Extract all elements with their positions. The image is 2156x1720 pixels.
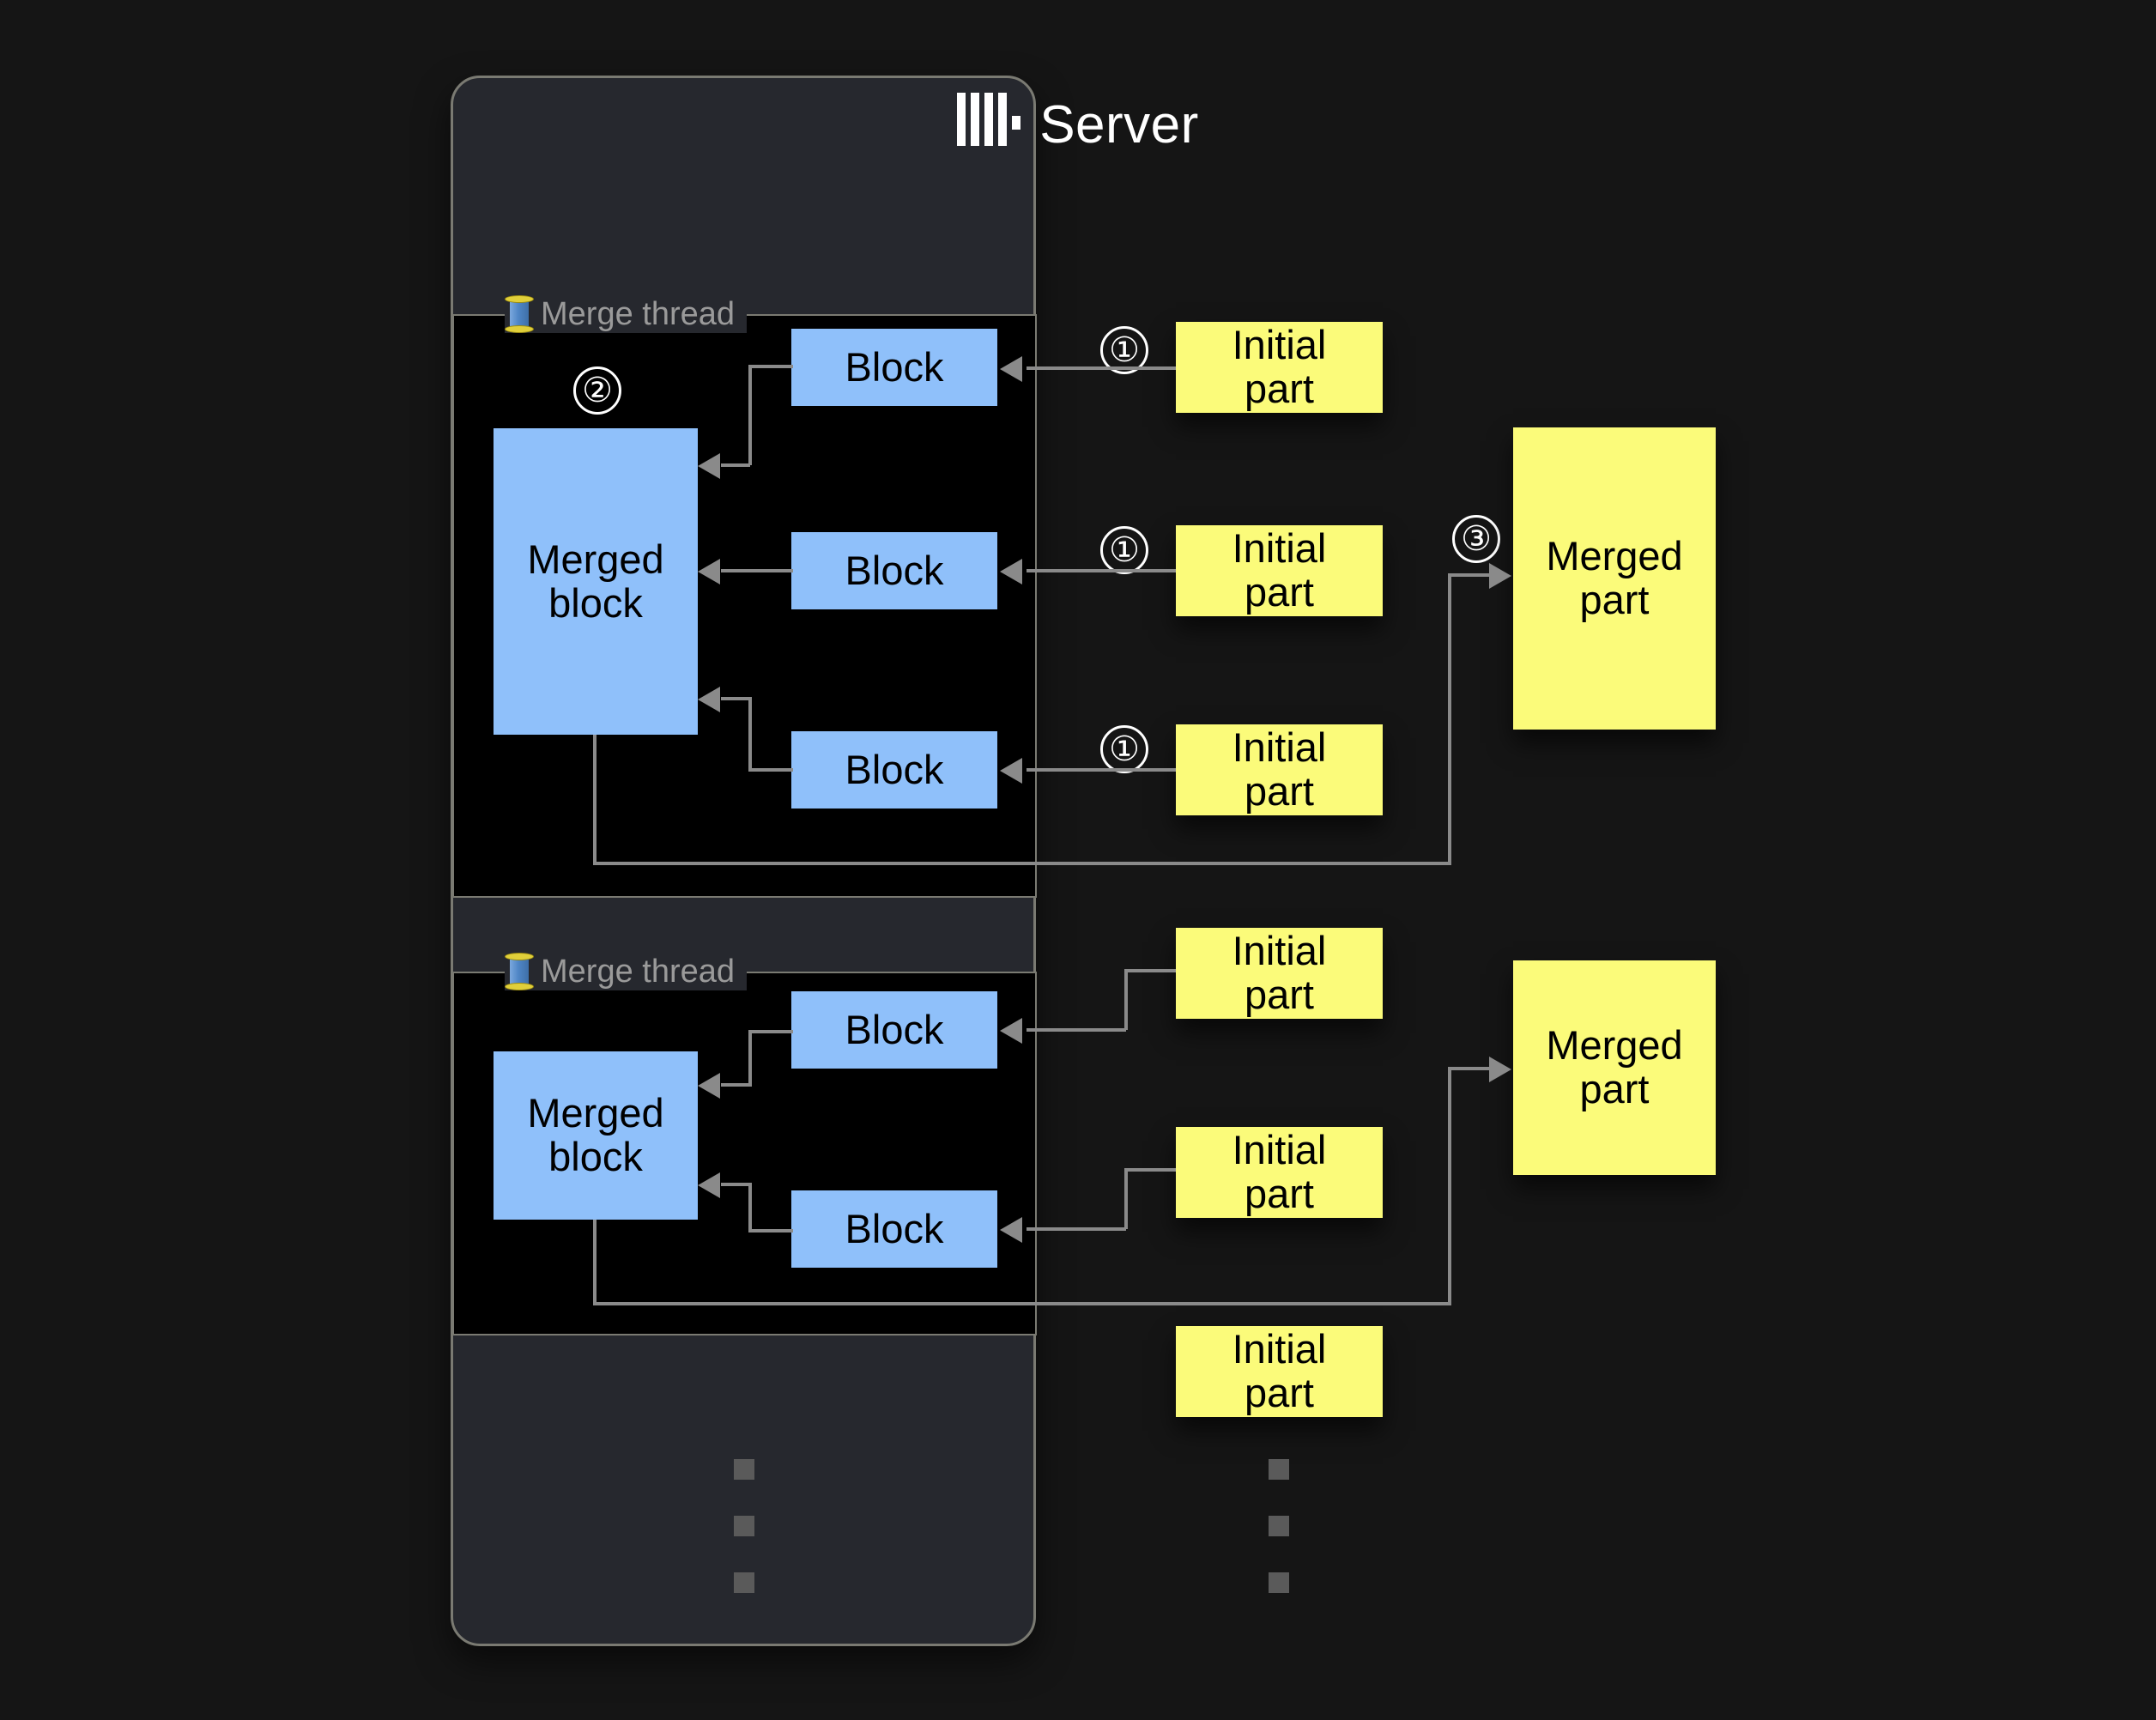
initial-part-2-2-line2: part [1245,1171,1314,1216]
block-2-1: Block [791,991,997,1069]
step-badge-3: ③ [1452,515,1500,563]
step-badge-1-b: ① [1100,526,1148,574]
initial-part-2-3: Initial part [1176,1326,1383,1417]
step-badge-1-a: ① [1100,326,1148,374]
merge-thread-label-2: Merge thread [505,952,748,991]
block-1-1: Block [791,329,997,406]
merged-block-1-line1: Merged [527,536,664,582]
merged-part-2: Merged part [1513,960,1716,1175]
merged-part-1-line2: part [1579,577,1650,622]
clickhouse-logo-icon [957,93,1021,146]
initial-part-1-3-line1: Initial [1232,724,1327,771]
initial-part-1-2: Initial part [1176,525,1383,616]
initial-part-1-2-line1: Initial [1232,525,1327,572]
initial-part-2-1-line2: part [1245,972,1314,1017]
merged-part-2-line1: Merged [1546,1022,1683,1069]
thread-spool-icon [505,952,534,991]
merged-block-2: Merged block [494,1051,698,1220]
block-2-2: Block [791,1190,997,1268]
initial-part-1-3: Initial part [1176,724,1383,815]
merged-block-2-line2: block [548,1134,643,1179]
initial-part-2-3-line1: Initial [1232,1326,1327,1372]
server-title-text: Server [1039,95,1199,154]
initial-part-1-1-line2: part [1245,366,1314,411]
merged-block-1: Merged block [494,428,698,735]
merge-thread-label-1: Merge thread [505,294,748,334]
initial-part-2-2: Initial part [1176,1127,1383,1218]
merged-block-1-line2: block [548,579,643,626]
parts-vertical-ellipsis [1269,1459,1289,1629]
block-1-3: Block [791,731,997,809]
initial-part-1-1-line1: Initial [1232,322,1327,368]
initial-part-2-3-line2: part [1245,1370,1314,1415]
merged-part-2-line2: part [1579,1066,1650,1111]
server-vertical-ellipsis [734,1459,754,1629]
block-1-2: Block [791,532,997,609]
initial-part-2-1: Initial part [1176,928,1383,1019]
thread-spool-icon [505,294,534,334]
initial-part-1-2-line2: part [1245,569,1314,615]
merge-thread-label-text-1: Merge thread [541,296,736,332]
initial-part-1-3-line2: part [1245,768,1314,814]
merge-thread-label-text-2: Merge thread [541,954,736,990]
initial-part-2-1-line1: Initial [1232,928,1327,974]
initial-part-1-1: Initial part [1176,322,1383,413]
step-badge-2: ② [573,366,621,415]
server-title: Server [0,93,2156,155]
initial-part-2-2-line1: Initial [1232,1127,1327,1173]
merged-part-1: Merged part [1513,427,1716,730]
merged-part-1-line1: Merged [1546,533,1683,579]
step-badge-1-c: ① [1100,725,1148,773]
merged-block-2-line1: Merged [527,1090,664,1136]
